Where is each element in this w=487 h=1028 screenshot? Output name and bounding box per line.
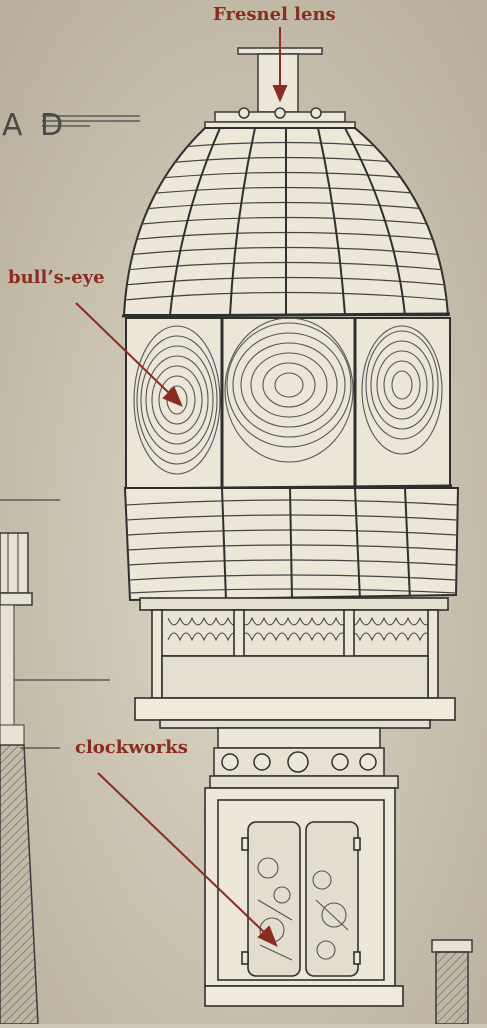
right-bulls-eye — [361, 325, 443, 455]
clockworks-label: clockworks — [75, 737, 188, 758]
center-bulls-eye — [224, 317, 354, 463]
plan-letter: A D — [2, 108, 68, 143]
clockwork-cabinet — [204, 787, 404, 1007]
fresnel-arrowhead — [272, 85, 288, 103]
fresnel-lens-label: Fresnel lens — [213, 4, 336, 25]
lens-pedestal — [134, 597, 456, 729]
corner-post — [431, 939, 473, 1025]
bulls-eye-arrowhead — [162, 386, 183, 407]
clockworks-arrow — [97, 772, 267, 935]
lower-prism-rings — [123, 487, 460, 602]
left-tower-fragment — [0, 532, 39, 1025]
plan-lines — [0, 115, 140, 749]
callout-arrows — [75, 27, 288, 947]
bulls-eye-panels — [123, 317, 453, 491]
clockworks-arrowhead — [257, 925, 278, 947]
left-bulls-eye — [133, 325, 221, 475]
bulls-eye-label: bull’s-eye — [8, 267, 105, 288]
bulls-eye-arrow — [75, 302, 171, 395]
gear-band — [209, 727, 399, 789]
